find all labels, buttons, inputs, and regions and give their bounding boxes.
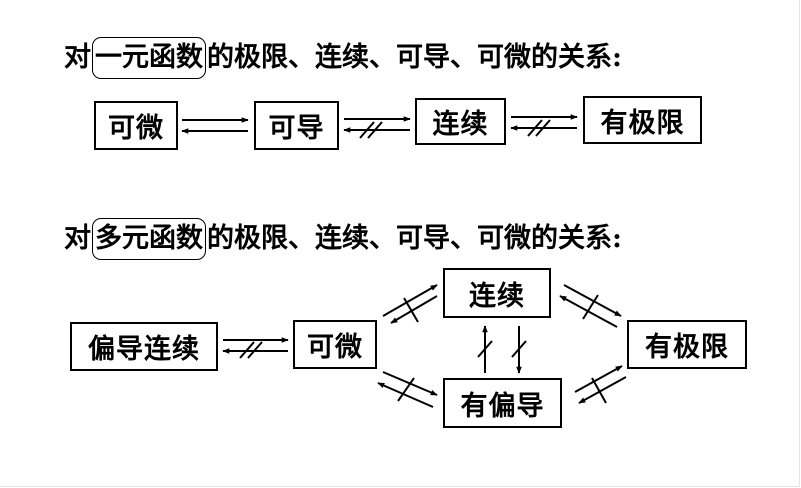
arrow-partial-exists-limit xyxy=(574,365,627,404)
heading-single-variable: 对一元函数的极限、连续、可导、可微的关系: xyxy=(64,37,622,79)
arrow-partial-continuous-differentiable xyxy=(222,337,289,359)
highlight-multi-variable: 多元函数 xyxy=(92,218,206,260)
heading-suffix: 的极限、连续、可导、可微的关系: xyxy=(207,42,622,73)
highlight-single-variable: 一元函数 xyxy=(92,37,206,79)
box-differentiable-1: 可微 xyxy=(94,101,178,150)
heading-prefix: 对 xyxy=(64,223,91,254)
arrow-differentiable-continuous xyxy=(382,284,438,324)
arrow-continuous-limit-2 xyxy=(559,284,622,328)
box-derivable-1: 可导 xyxy=(254,101,339,150)
box-continuous-1: 连续 xyxy=(415,98,506,145)
heading-multi-variable: 对多元函数的极限、连续、可导、可微的关系: xyxy=(64,218,622,260)
box-partial-exists: 有偏导 xyxy=(443,378,562,428)
box-partial-continuous: 偏导连续 xyxy=(70,322,218,371)
arrow-continuous-partial-exists xyxy=(477,325,527,374)
heading-prefix: 对 xyxy=(64,42,91,73)
heading-suffix: 的极限、连续、可导、可微的关系: xyxy=(207,223,622,254)
box-limit-1: 有极限 xyxy=(583,96,702,144)
arrow-differentiable-partial-exists xyxy=(377,371,438,408)
box-differentiable-2: 可微 xyxy=(293,320,377,369)
box-continuous-2: 连续 xyxy=(443,268,551,318)
arrow-derivable-continuous xyxy=(343,116,411,139)
arrow-continuous-limit xyxy=(510,114,578,137)
box-limit-2: 有极限 xyxy=(627,320,747,369)
arrow-differentiable-derivable xyxy=(181,117,249,134)
